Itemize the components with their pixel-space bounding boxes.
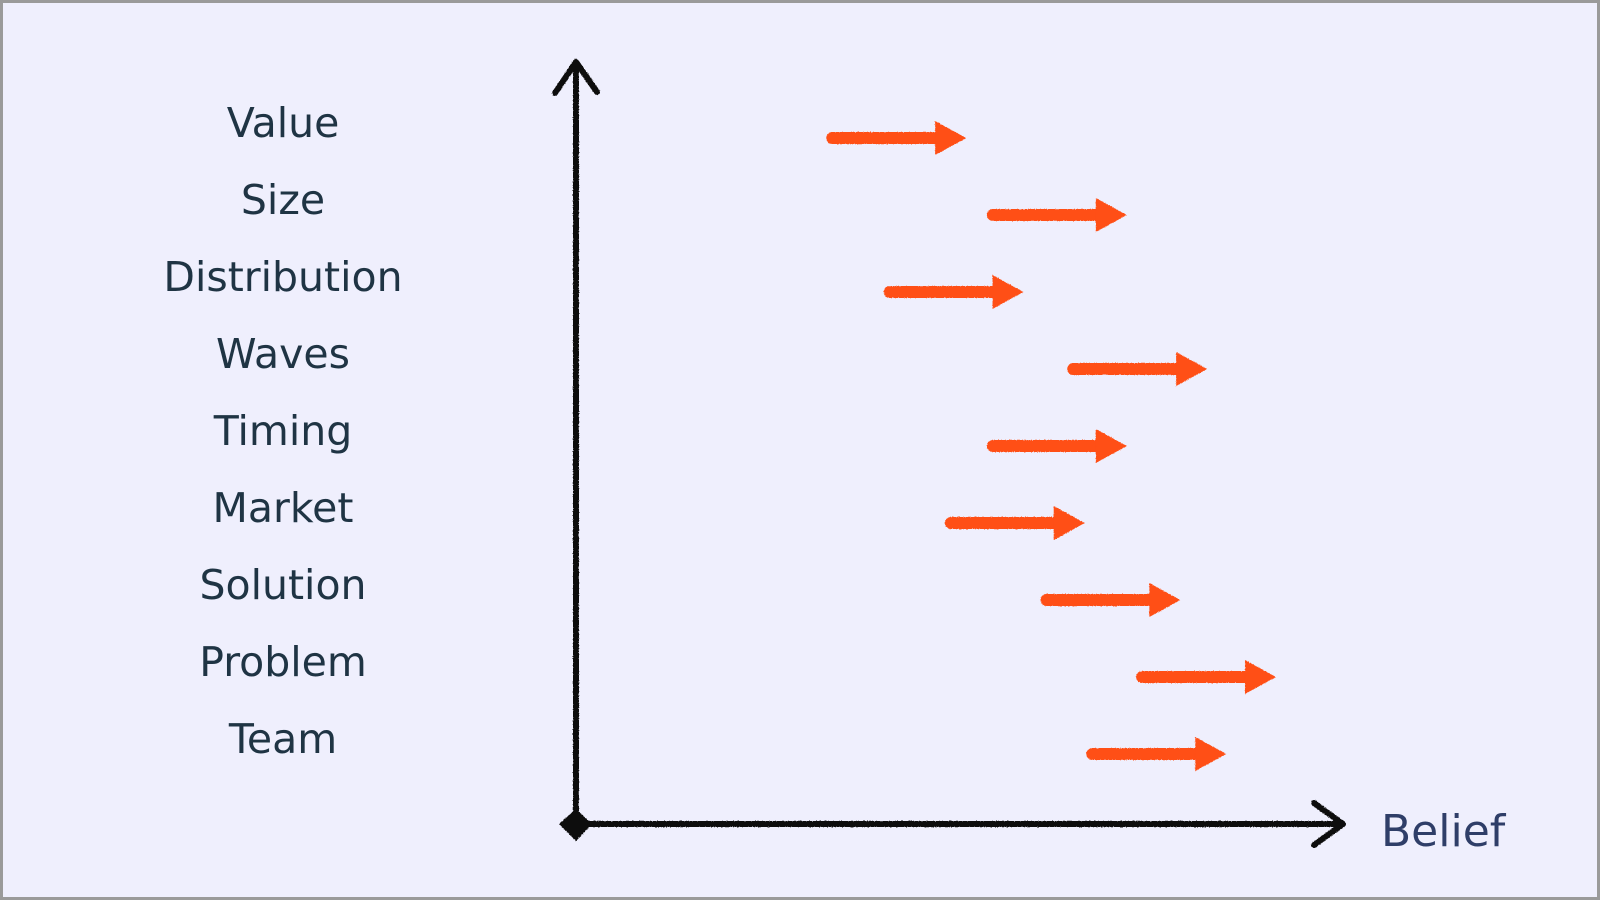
belief-arrow-head <box>1095 198 1127 232</box>
row-label-distribution: Distribution <box>163 253 403 301</box>
belief-arrow-head <box>992 275 1024 309</box>
belief-arrow-head <box>1244 660 1276 694</box>
belief-arrow-head <box>1053 506 1085 540</box>
row-label-solution: Solution <box>199 561 367 609</box>
belief-arrow-head <box>1176 352 1208 386</box>
belief-arrow-market <box>944 506 1085 540</box>
x-axis-label: Belief <box>1381 806 1506 857</box>
row-label-team: Team <box>228 715 338 763</box>
belief-arrow-timing <box>986 429 1127 463</box>
belief-arrow-head <box>1149 583 1181 617</box>
belief-arrow-head <box>1195 737 1227 771</box>
belief-diagram <box>552 59 1346 848</box>
row-label-value: Value <box>226 99 340 147</box>
belief-arrow-head <box>935 121 967 155</box>
belief-arrow-value <box>826 121 967 155</box>
belief-arrow-problem <box>1136 660 1276 694</box>
row-label-waves: Waves <box>216 330 350 378</box>
row-label-market: Market <box>212 484 354 532</box>
axis-origin-marker <box>559 809 592 841</box>
belief-arrow-head <box>1095 429 1127 463</box>
belief-arrow-team <box>1086 737 1227 771</box>
row-label-timing: Timing <box>213 407 353 455</box>
belief-arrow-waves <box>1067 352 1208 386</box>
belief-arrow-distribution <box>883 275 1024 309</box>
belief-arrow-size <box>986 198 1127 232</box>
y-axis <box>552 59 600 826</box>
x-axis <box>559 800 1346 848</box>
row-label-problem: Problem <box>199 638 367 686</box>
row-label-size: Size <box>240 176 326 224</box>
belief-arrows <box>826 121 1276 771</box>
y-axis-arrowhead <box>552 59 600 96</box>
belief-arrow-solution <box>1040 583 1181 617</box>
x-axis-arrowhead <box>1311 800 1346 848</box>
